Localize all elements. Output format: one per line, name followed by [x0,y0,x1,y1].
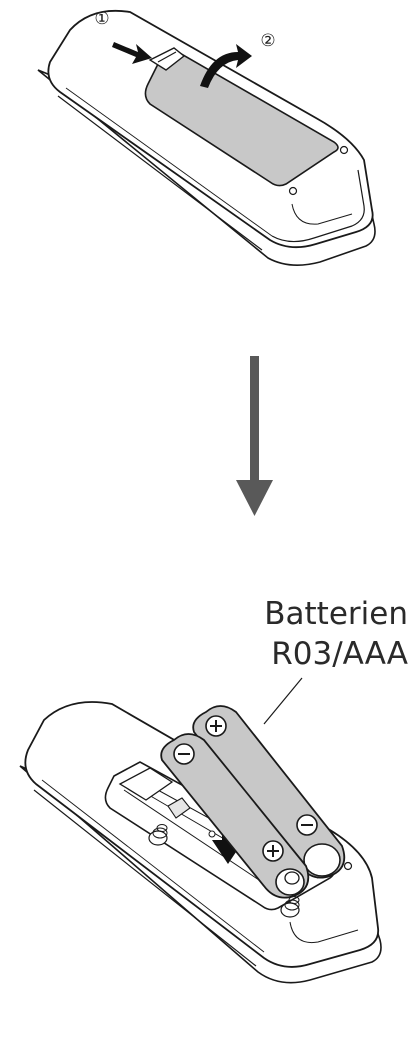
label-leader-line [263,677,303,725]
down-arrow-icon [236,356,273,516]
battery-cover [144,51,339,187]
compartment-pin [208,830,216,838]
battery-back [192,705,346,879]
spring-contact-icon [148,824,168,846]
remote-top-end-face [271,169,365,243]
lift-arrow-icon [200,44,252,88]
battery-plus-symbol [205,715,227,737]
remote-open-end-inner [289,921,359,944]
battery-minus-symbol [173,743,195,765]
step-2-marker: ② [260,31,275,51]
remote-top-illustration: ① ② [37,9,376,266]
spring-contact-icon [280,896,300,918]
svg-text:②: ② [260,31,275,51]
battery-cover-latch-tab [157,51,177,63]
remote-open-edge-line-2 [41,779,265,953]
battery-minus-symbol [296,814,318,836]
battery-plus-symbol [262,840,284,862]
svg-text:R03/AAA: R03/AAA [271,636,408,672]
battery-front [160,733,310,899]
compartment-latch [118,767,174,801]
step-1-marker: ① [94,9,109,29]
screw-hole [343,861,353,871]
screw-hole [288,186,298,196]
svg-text:①: ① [94,9,109,29]
compartment-contact [167,797,191,819]
svg-text:Batterien: Batterien [264,596,408,632]
battery-type-label: Batterien R03/AAA [264,596,408,672]
push-arrow-icon [112,42,152,64]
remote-top-end-inner [291,203,353,225]
battery-cover-latch [148,47,186,71]
remote-top-edge-line [57,95,263,251]
screw-hole [339,145,349,155]
remote-open-edge-line [33,789,257,967]
remote-top-edge-line-2 [65,87,273,237]
